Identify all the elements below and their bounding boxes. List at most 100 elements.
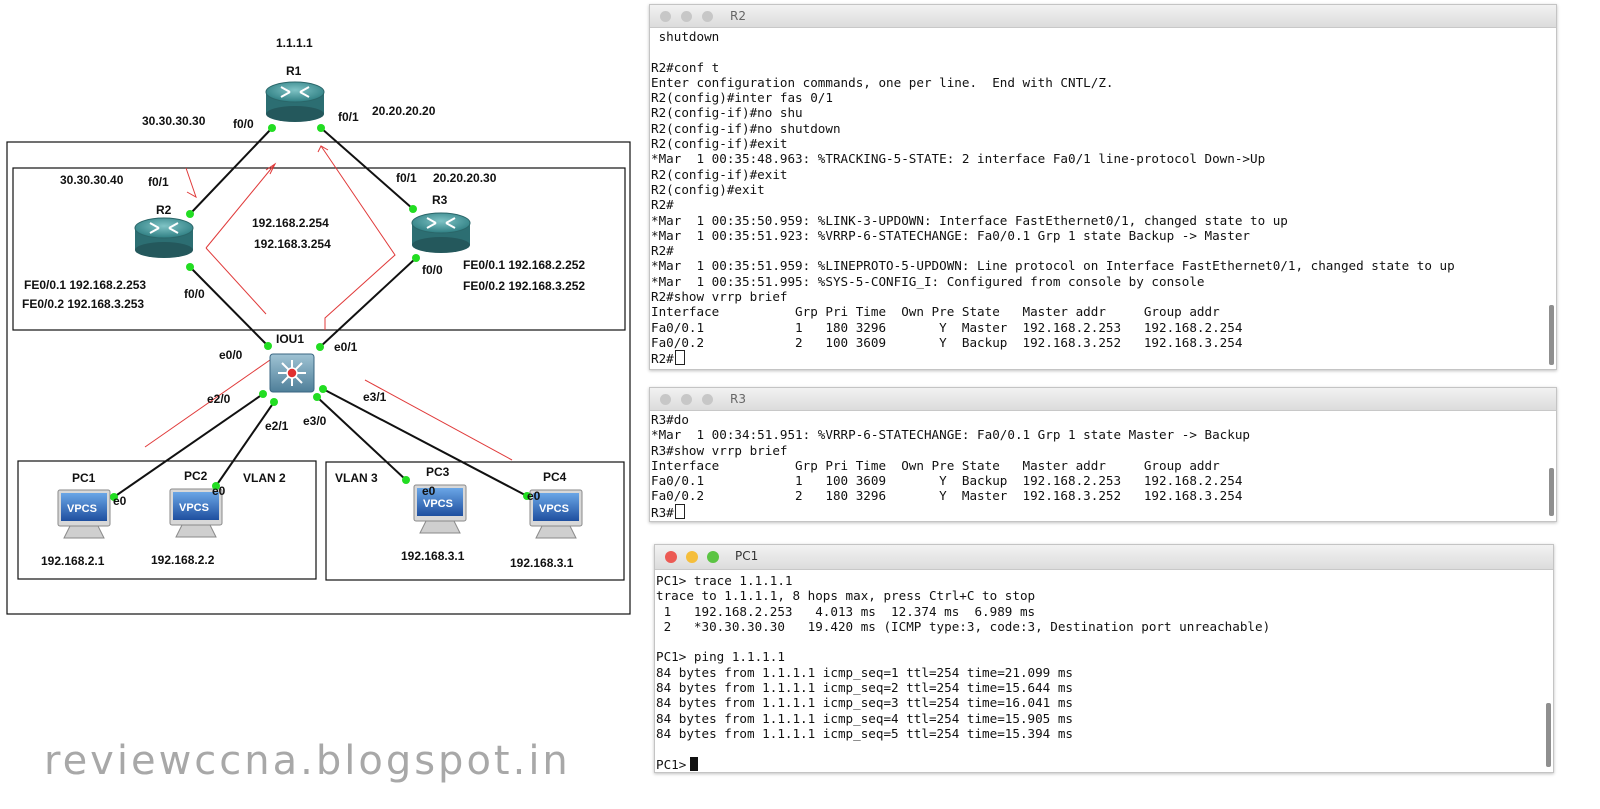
pc1-name-label: PC1 (72, 471, 96, 485)
window-title: R2 (730, 9, 746, 23)
pc1-ip-label: 192.168.2.1 (41, 554, 105, 568)
links (113, 127, 528, 498)
pc3-name-label: PC3 (426, 465, 450, 479)
pc1-port-label: e0 (113, 494, 127, 508)
r1-f0-1-label: f0/1 (338, 110, 359, 124)
terminal-titlebar[interactable]: R3 (650, 388, 1556, 411)
outer-frame (6, 141, 631, 615)
vlan3-label: VLAN 3 (335, 471, 378, 485)
switch-port-e3-1: e3/1 (363, 390, 387, 404)
watermark-text: reviewccna.blogspot.in (44, 738, 571, 784)
r3-f0-1-label: f0/1 (396, 171, 417, 185)
pc2-name-label: PC2 (184, 469, 208, 483)
pc3-vpcs-label: VPCS (423, 498, 453, 510)
r2-f0-1-ip-label: 30.30.30.40 (60, 173, 124, 187)
minimize-button[interactable] (681, 11, 692, 22)
r1-right-ip-label: 20.20.20.20 (372, 104, 436, 118)
output-line: 2 *30.30.30.30 19.420 ms (ICMP type:3, c… (656, 618, 1271, 634)
output-line: R2#conf t (651, 59, 720, 75)
text-cursor (674, 350, 685, 366)
output-line: R2(config)#inter fas 0/1 (651, 90, 833, 106)
output-line: PC1> trace 1.1.1.1 (656, 573, 793, 588)
pc3-port-label: e0 (422, 484, 436, 498)
router-r2-icon (134, 217, 194, 259)
r3-sub1-label: FE0/0.1 192.168.2.252 (463, 258, 585, 272)
close-button[interactable] (660, 394, 671, 405)
minimize-button[interactable] (681, 394, 692, 405)
r1-loopback-label: 1.1.1.1 (276, 36, 313, 50)
vlan2-label: VLAN 2 (243, 471, 286, 485)
switch-port-e0-0: e0/0 (219, 348, 243, 362)
pc4-ip-label: 192.168.3.1 (510, 556, 574, 570)
terminal-window-r3[interactable]: R3 R3#do *Mar 1 00:34:51.951: %VRRP-6-ST… (649, 387, 1557, 522)
annotation-paths (144, 145, 513, 461)
output-line: R2(config)#exit (651, 181, 765, 197)
router-r3-icon (411, 212, 471, 254)
text-cursor (690, 756, 699, 771)
r3-f0-1-ip-label: 20.20.20.30 (433, 171, 497, 185)
pc4-vpcs-label: VPCS (539, 503, 569, 515)
pc4-name-label: PC4 (543, 470, 567, 484)
terminal-output[interactable]: shutdown R2#conf t Enter configuration c… (650, 28, 1556, 367)
virtual-ip-1-label: 192.168.2.254 (252, 216, 329, 230)
pc2-ip-label: 192.168.2.2 (151, 553, 215, 567)
output-line: R3#do (651, 412, 689, 427)
command-prompt: R3# (651, 504, 674, 520)
router-r1-icon (265, 81, 325, 123)
close-button[interactable] (665, 551, 677, 563)
pc1-vpcs-label: VPCS (67, 503, 97, 515)
scrollbar[interactable] (1549, 305, 1554, 365)
minimize-button[interactable] (686, 551, 698, 563)
r2-f0-1-label: f0/1 (148, 175, 169, 189)
terminal-output[interactable]: R3#do *Mar 1 00:34:51.951: %VRRP-6-STATE… (650, 411, 1556, 520)
switch-iou1-icon (269, 353, 315, 393)
pc2-vpcs-label: VPCS (179, 502, 209, 514)
output-line: R3#show vrrp brief (651, 442, 788, 458)
output-line: R2# (651, 243, 674, 259)
window-title: R3 (730, 392, 746, 406)
maximize-button[interactable] (707, 551, 719, 563)
pc4-port-label: e0 (527, 489, 541, 503)
terminal-titlebar[interactable]: PC1 (655, 545, 1553, 570)
close-button[interactable] (660, 11, 671, 22)
output-line: 84 bytes from 1.1.1.1 icmp_seq=4 ttl=254… (656, 710, 1074, 726)
output-line: 84 bytes from 1.1.1.1 icmp_seq=2 ttl=254… (656, 680, 1074, 696)
output-line: R2# (651, 197, 674, 213)
scrollbar[interactable] (1546, 703, 1551, 767)
r2-name-label: R2 (156, 203, 172, 217)
terminal-output[interactable]: PC1> trace 1.1.1.1 trace to 1.1.1.1, 8 h… (655, 570, 1553, 772)
pc3-ip-label: 192.168.3.1 (401, 549, 465, 563)
maximize-button[interactable] (702, 394, 713, 405)
link-status-dots (110, 124, 531, 501)
terminal-window-r2[interactable]: R2 shutdown R2#conf t Enter configuratio… (649, 4, 1557, 370)
text-cursor (674, 503, 685, 519)
switch-port-e2-0: e2/0 (207, 392, 231, 406)
output-line: shutdown (651, 29, 720, 44)
output-line: 84 bytes from 1.1.1.1 icmp_seq=1 ttl=254… (656, 664, 1074, 680)
output-line: R2(config-if)#exit (651, 136, 788, 152)
output-line: *Mar 1 00:34:51.951: %VRRP-6-STATECHANGE… (651, 427, 1250, 443)
switch-port-e3-0: e3/0 (303, 414, 327, 428)
network-topology-diagram: 1.1.1.1 R1 30.30.30.30 f0/0 f0/1 20.20.2… (6, 36, 631, 615)
output-line: R2(config-if)#no shu (651, 105, 803, 121)
r1-name-label: R1 (286, 64, 302, 78)
output-line: Fa0/0.2 2 180 3296 Y Master 192.168.3.25… (651, 488, 1243, 504)
terminal-titlebar[interactable]: R2 (650, 5, 1556, 28)
r2-sub2-label: FE0/0.2 192.168.3.253 (22, 297, 144, 311)
output-line: R2#show vrrp brief (651, 289, 788, 305)
output-line: *Mar 1 00:35:51.959: %LINEPROTO-5-UPDOWN… (651, 258, 1455, 274)
output-line: trace to 1.1.1.1, 8 hops max, press Ctrl… (656, 588, 1036, 604)
output-line: 84 bytes from 1.1.1.1 icmp_seq=5 ttl=254… (656, 725, 1074, 741)
scrollbar[interactable] (1549, 468, 1554, 516)
output-line: 1 192.168.2.253 4.013 ms 12.374 ms 6.989… (656, 603, 1036, 619)
r2-f0-0-label: f0/0 (184, 287, 205, 301)
output-line: *Mar 1 00:35:51.995: %SYS-5-CONFIG_I: Co… (651, 273, 1205, 289)
r3-name-label: R3 (432, 193, 448, 207)
maximize-button[interactable] (702, 11, 713, 22)
r1-f0-0-label: f0/0 (233, 117, 254, 131)
r3-sub2-label: FE0/0.2 192.168.3.252 (463, 279, 585, 293)
output-line: R2(config-if)#exit (651, 166, 788, 182)
terminal-window-pc1[interactable]: PC1 PC1> trace 1.1.1.1 trace to 1.1.1.1,… (654, 544, 1554, 773)
output-line: Interface Grp Pri Time Own Pre State Mas… (651, 304, 1220, 320)
output-line: PC1> ping 1.1.1.1 (656, 649, 785, 665)
